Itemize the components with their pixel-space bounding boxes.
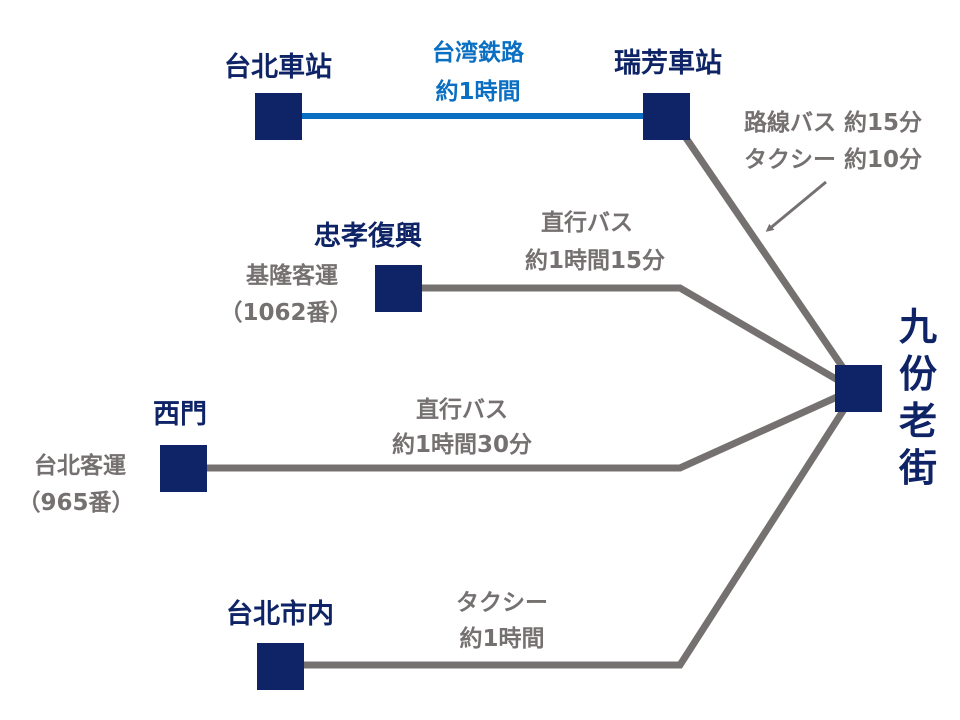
taipei-city-jiufen-line	[304, 398, 853, 669]
ximen-operator: 台北客運	[34, 452, 126, 479]
zhongxiao-label: 忠孝復興	[314, 220, 422, 252]
rail-duration: 約1時間	[435, 78, 520, 105]
zhongxiao-operator: 基隆客運	[246, 262, 338, 289]
jiufen-char: 份	[899, 352, 937, 396]
ruifang-bus-label: 路線バス 約15分	[744, 109, 922, 136]
callout-arrow	[765, 180, 827, 232]
jiufen-label: 九 份 老 街	[898, 305, 937, 490]
ximen-mode: 直行バス	[416, 396, 508, 423]
jiufen-node	[835, 365, 882, 412]
taipei-station-node	[255, 93, 302, 140]
zhongxiao-bus-number: （1062番）	[219, 299, 352, 326]
zhongxiao-jiufen-line	[422, 284, 850, 390]
ximen-jiufen-line	[207, 388, 850, 472]
ximen-duration: 約1時間30分	[392, 431, 532, 458]
taipei-station-label: 台北車站	[224, 51, 332, 83]
jiufen-char: 九	[899, 305, 937, 349]
taipei-city-label: 台北市内	[226, 598, 334, 630]
ximen-node	[160, 445, 207, 492]
taipei-city-node	[257, 643, 304, 690]
ruifang-station-node	[643, 93, 690, 140]
zhongxiao-duration: 約1時間15分	[525, 247, 665, 274]
jiufen-char: 街	[898, 446, 937, 490]
zhongxiao-mode: 直行バス	[541, 209, 633, 236]
jiufen-char: 老	[899, 399, 937, 443]
ruifang-jiufen-line	[683, 136, 853, 380]
ruifang-station-label: 瑞芳車站	[614, 48, 722, 79]
taipei-city-mode: タクシー	[456, 590, 548, 616]
zhongxiao-node	[375, 265, 422, 312]
ximen-bus-number: （965番）	[17, 489, 134, 516]
ruifang-taxi-label: タクシー 約10分	[744, 146, 922, 173]
rail-line-name: 台湾鉄路	[432, 39, 525, 66]
taipei-city-duration: 約1時間	[459, 625, 544, 652]
ximen-label: 西門	[153, 399, 207, 430]
